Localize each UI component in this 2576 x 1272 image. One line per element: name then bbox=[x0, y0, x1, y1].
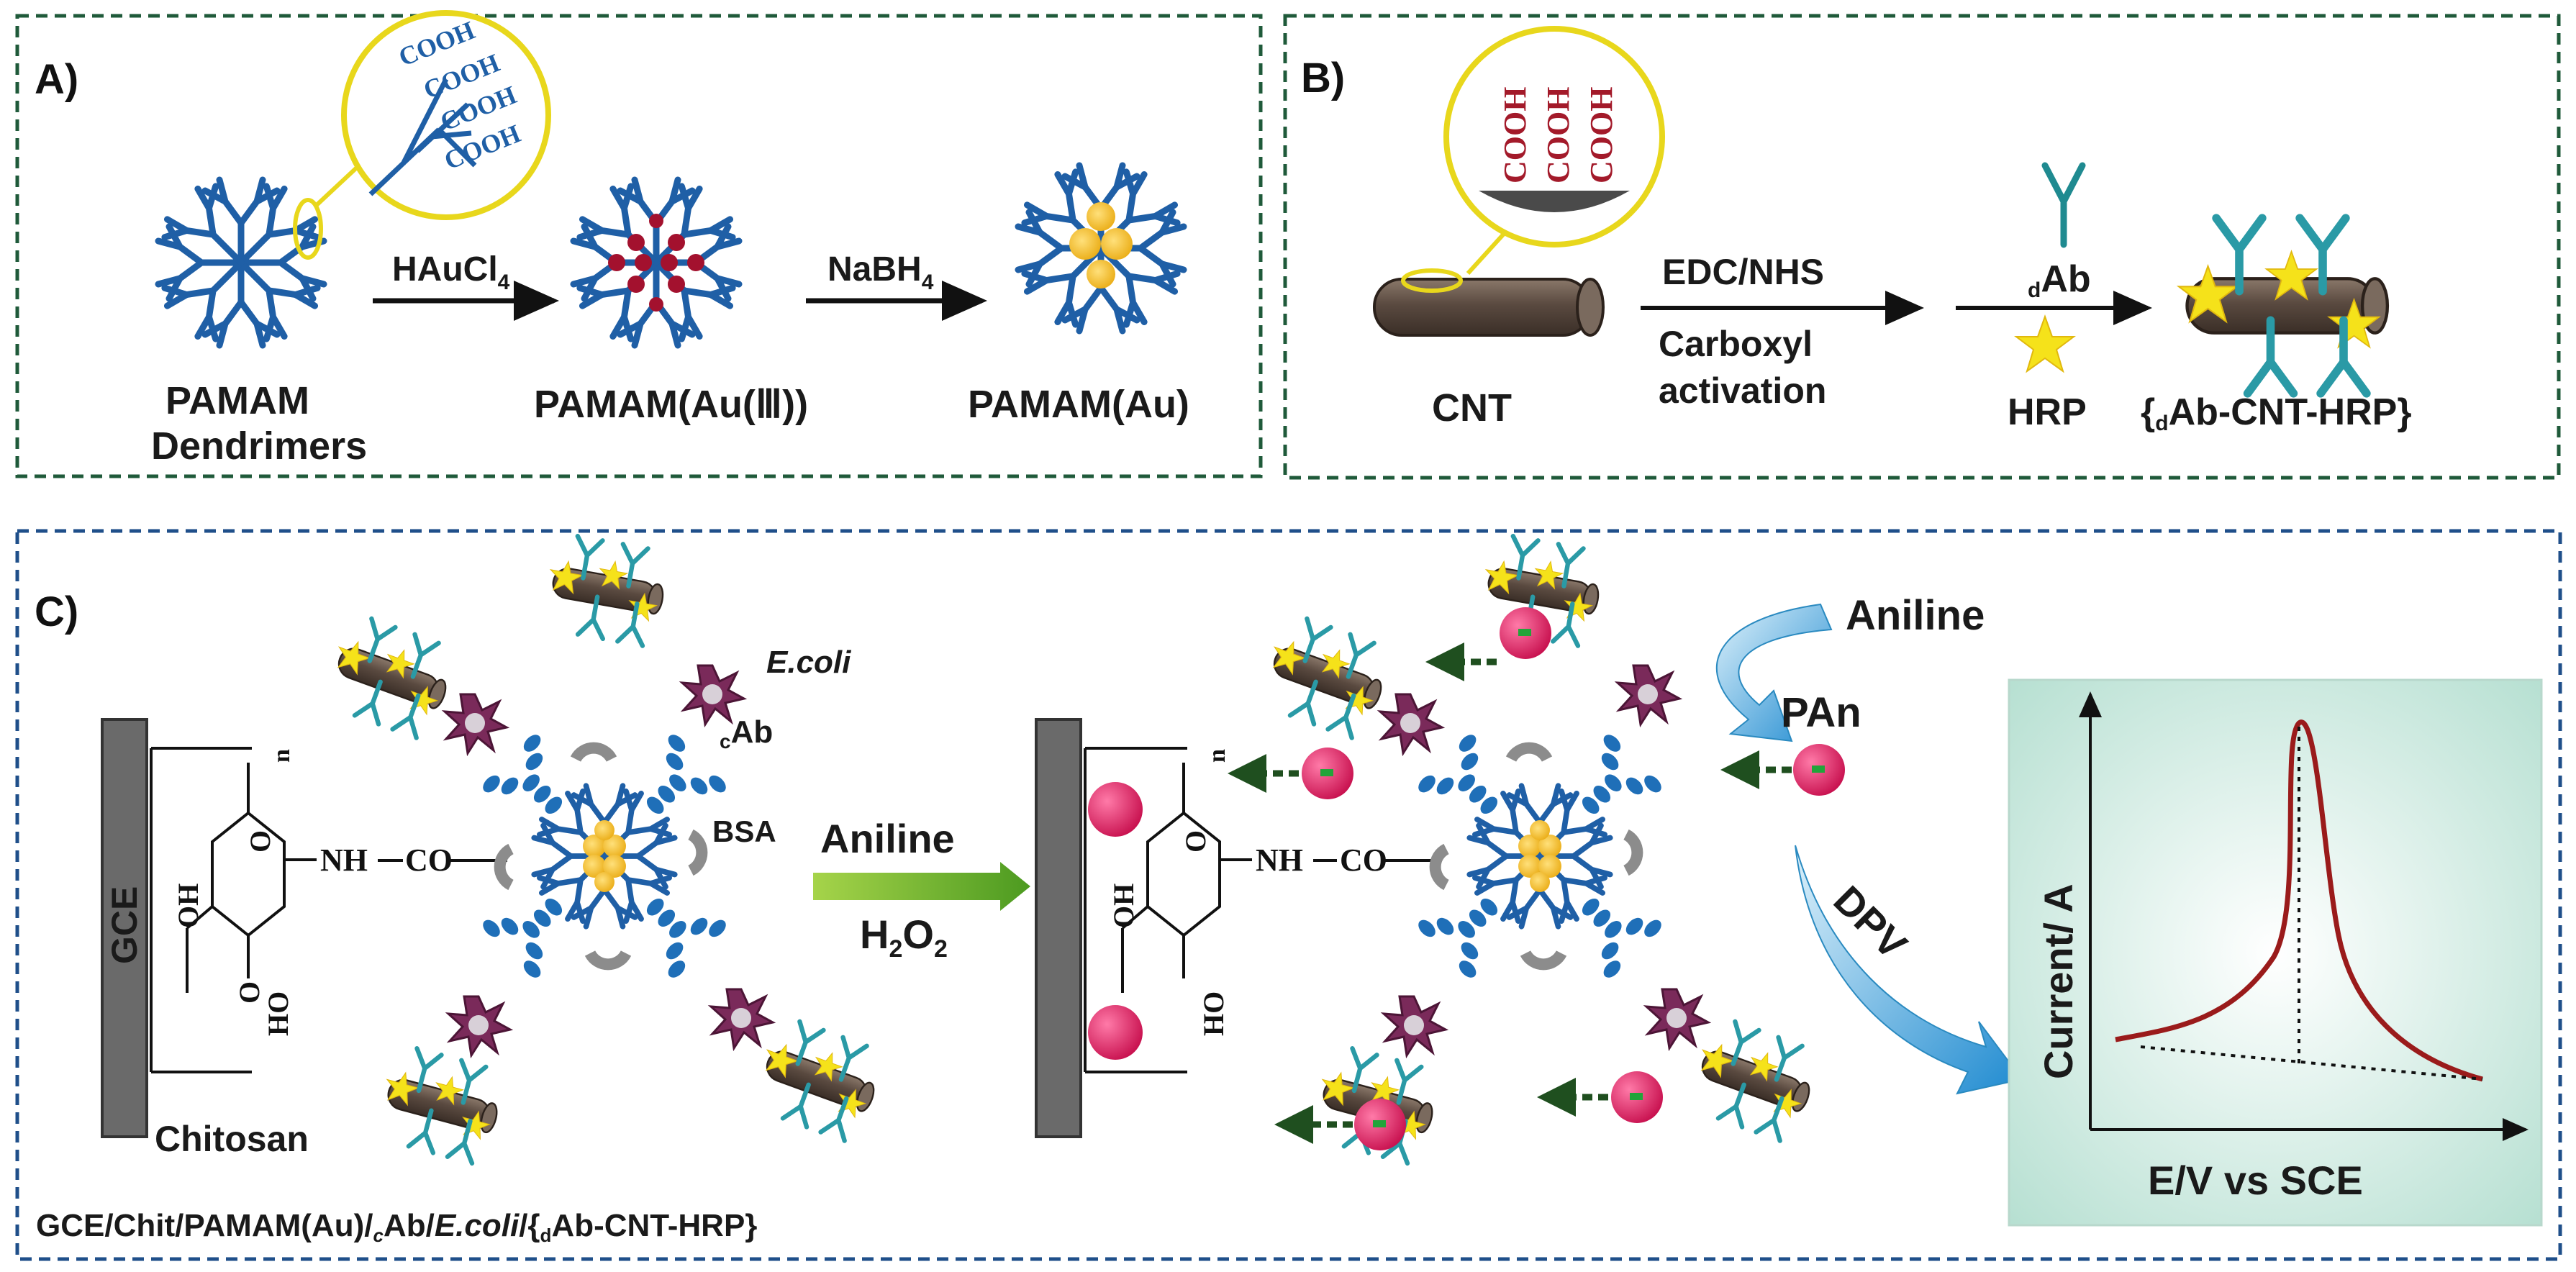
pan-ball bbox=[1088, 1005, 1143, 1060]
cooh-b-2: COOH bbox=[1541, 87, 1576, 183]
chit-oh-2: OH bbox=[1107, 883, 1140, 928]
cooh-zoom-bubble bbox=[341, 10, 551, 220]
cooh-b-3: COOH bbox=[1584, 87, 1619, 183]
chit-ho-2: HO bbox=[1197, 991, 1230, 1036]
panel-b-label: B) bbox=[1301, 55, 1345, 101]
dpv-arrow bbox=[1795, 845, 2023, 1095]
chit-oh: OH bbox=[172, 883, 204, 928]
label-carboxyl: Carboxyl bbox=[1659, 324, 1813, 364]
label-arrow-aniline: Aniline bbox=[820, 816, 955, 861]
cnt-surface-icon bbox=[1479, 191, 1630, 212]
panel-b-frame bbox=[1283, 14, 2561, 480]
chit-nh-2: NH bbox=[1256, 842, 1303, 878]
reagent-haucl4: HAuCl4 bbox=[392, 250, 510, 294]
chitosan-structure-2 bbox=[1084, 747, 1252, 1073]
label-pamam-au3: PAMAM(Au(Ⅲ)) bbox=[534, 383, 808, 426]
dpv-ylabel: Current/ A bbox=[2036, 883, 2081, 1079]
label-dab-cnt-hrp: {dAb-CNT-HRP} bbox=[2141, 391, 2412, 435]
dab-antibody-icon bbox=[2041, 162, 2086, 248]
label-cab: cAb bbox=[720, 714, 773, 753]
label-bsa: BSA bbox=[712, 814, 776, 848]
label-dendrimers: Dendrimers bbox=[151, 424, 367, 468]
cooh-b-1: COOH bbox=[1497, 87, 1533, 183]
chit-co-2: CO bbox=[1340, 842, 1387, 878]
gce-electrode-2 bbox=[1035, 718, 1082, 1138]
panel-c-label: C) bbox=[35, 589, 78, 635]
label-cnt: CNT bbox=[1432, 386, 1512, 430]
label-pan: PAn bbox=[1781, 689, 1861, 736]
dpv-peak-curve bbox=[2115, 719, 2483, 1082]
label-activation: activation bbox=[1659, 371, 1826, 411]
panel-c-frame bbox=[15, 529, 2562, 1261]
cnt-icon bbox=[1373, 268, 1605, 337]
panel-a-label: A) bbox=[35, 56, 78, 103]
reagent-nabh4: NaBH4 bbox=[827, 250, 934, 294]
dpv-baseline bbox=[2140, 1045, 2483, 1081]
panel-a-frame bbox=[15, 14, 1263, 478]
pan-ball bbox=[1088, 782, 1143, 837]
chit-n-sub-2: n bbox=[1204, 749, 1230, 763]
chit-ring-o-2: O bbox=[1179, 830, 1212, 853]
gce-label: GCE bbox=[104, 886, 145, 964]
label-hrp: HRP bbox=[2008, 391, 2087, 433]
chitosan-structure bbox=[150, 747, 317, 1073]
hrp-star-icon bbox=[2015, 316, 2074, 372]
label-aniline-red: Aniline bbox=[1846, 592, 1985, 639]
chit-o2: O bbox=[233, 981, 266, 1004]
label-dab: dAb bbox=[2028, 258, 2091, 302]
chit-nh: NH bbox=[320, 842, 368, 878]
label-pamam: PAMAM bbox=[165, 379, 309, 422]
label-chitosan: Chitosan bbox=[155, 1119, 309, 1159]
pamam-au3-icon bbox=[572, 178, 740, 346]
zoom-ring bbox=[293, 198, 323, 260]
label-arrow-h2o2: H2O2 bbox=[860, 912, 948, 963]
cooh-branches-icon bbox=[368, 78, 477, 196]
dpv-xlabel: E/V vs SCE bbox=[2148, 1158, 2363, 1203]
chit-ring-o: O bbox=[244, 830, 276, 853]
label-edc-nhs: EDC/NHS bbox=[1662, 252, 1824, 292]
pamam-au-icon bbox=[1017, 164, 1184, 332]
chit-n-sub: n bbox=[268, 749, 295, 763]
chit-ho: HO bbox=[262, 991, 294, 1036]
dab-cnt-hrp-conjugate-icon bbox=[2179, 218, 2387, 394]
aniline-to-pan-arrow bbox=[1715, 603, 1833, 742]
chit-co: CO bbox=[405, 842, 453, 878]
panel-c-caption: GCE/Chit/PAMAM(Au)/cAb/E.coli/{dAb-CNT-H… bbox=[36, 1208, 757, 1246]
label-pamam-au: PAMAM(Au) bbox=[968, 383, 1189, 426]
zoom-connector-b bbox=[1466, 232, 1506, 276]
label-ecoli: E.coli bbox=[766, 645, 851, 680]
gce-electrode bbox=[101, 718, 148, 1138]
arrow-aniline-h2o2 bbox=[813, 862, 1030, 911]
